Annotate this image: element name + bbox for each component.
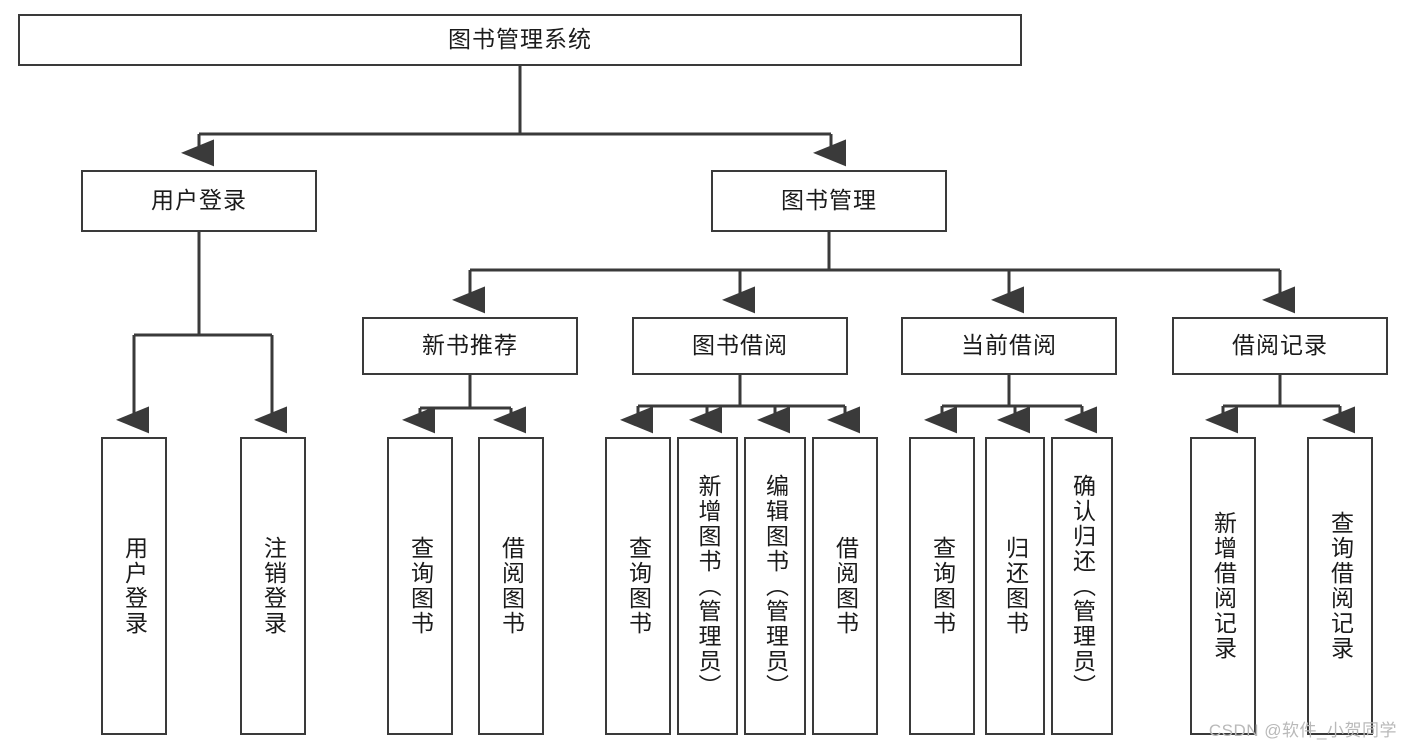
node-root[interactable]: 图书管理系统 <box>18 14 1022 66</box>
node-borrow-record[interactable]: 借阅记录 <box>1172 317 1388 375</box>
node-leaf-return-book[interactable]: 归还图书 <box>985 437 1045 735</box>
node-leaf-edit-book-label: 编辑图书（管理员） <box>762 473 789 699</box>
node-leaf-return-book-label: 归还图书 <box>1002 536 1029 636</box>
node-new-book-rec-label: 新书推荐 <box>422 332 518 359</box>
node-leaf-query-book-1-label: 查询图书 <box>407 536 434 636</box>
node-leaf-query-book-1[interactable]: 查询图书 <box>387 437 453 735</box>
node-leaf-query-record-label: 查询借阅记录 <box>1327 511 1354 661</box>
node-leaf-add-record-label: 新增借阅记录 <box>1210 511 1237 661</box>
node-book-borrow[interactable]: 图书借阅 <box>632 317 848 375</box>
node-book-manage[interactable]: 图书管理 <box>711 170 947 232</box>
node-leaf-borrow-book-1-label: 借阅图书 <box>498 536 525 636</box>
node-leaf-logout[interactable]: 注销登录 <box>240 437 306 735</box>
node-leaf-query-book-3[interactable]: 查询图书 <box>909 437 975 735</box>
watermark: CSDN @软件_小贺同学 <box>1208 721 1397 740</box>
node-book-borrow-label: 图书借阅 <box>692 332 788 359</box>
node-user-login-label: 用户登录 <box>151 187 247 214</box>
node-leaf-query-book-3-label: 查询图书 <box>929 536 956 636</box>
node-leaf-borrow-book-2-label: 借阅图书 <box>832 536 859 636</box>
node-leaf-user-login[interactable]: 用户登录 <box>101 437 167 735</box>
node-leaf-add-record[interactable]: 新增借阅记录 <box>1190 437 1256 735</box>
node-leaf-user-login-label: 用户登录 <box>121 536 148 636</box>
node-user-login[interactable]: 用户登录 <box>81 170 317 232</box>
node-new-book-rec[interactable]: 新书推荐 <box>362 317 578 375</box>
node-leaf-borrow-book-2[interactable]: 借阅图书 <box>812 437 878 735</box>
node-borrow-record-label: 借阅记录 <box>1232 332 1328 359</box>
node-leaf-query-record[interactable]: 查询借阅记录 <box>1307 437 1373 735</box>
node-leaf-borrow-book-1[interactable]: 借阅图书 <box>478 437 544 735</box>
node-leaf-add-book[interactable]: 新增图书（管理员） <box>677 437 738 735</box>
node-leaf-query-book-2-label: 查询图书 <box>625 536 652 636</box>
node-leaf-add-book-label: 新增图书（管理员） <box>695 473 722 699</box>
node-book-manage-label: 图书管理 <box>781 187 877 214</box>
node-leaf-edit-book[interactable]: 编辑图书（管理员） <box>744 437 806 735</box>
node-leaf-confirm-return[interactable]: 确认归还（管理员） <box>1051 437 1113 735</box>
node-leaf-confirm-return-label: 确认归还（管理员） <box>1069 473 1096 699</box>
node-leaf-query-book-2[interactable]: 查询图书 <box>605 437 671 735</box>
node-current-borrow[interactable]: 当前借阅 <box>901 317 1117 375</box>
node-leaf-logout-label: 注销登录 <box>260 536 287 636</box>
node-current-borrow-label: 当前借阅 <box>961 332 1057 359</box>
node-root-label: 图书管理系统 <box>448 26 592 53</box>
